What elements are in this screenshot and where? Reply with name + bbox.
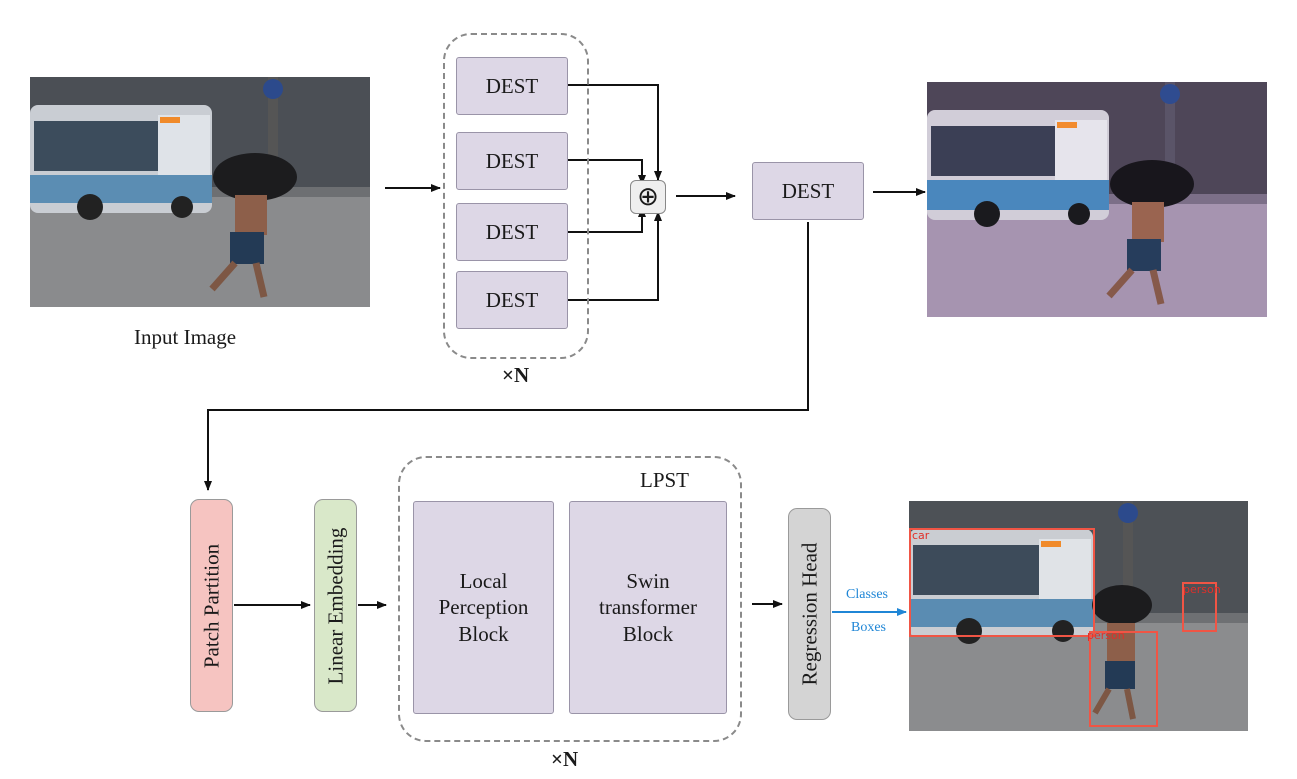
patch-partition-label: Patch Partition — [199, 543, 223, 668]
swin-transformer-block: Swin transformer Block — [569, 501, 727, 714]
regression-head-block: Regression Head — [788, 508, 831, 720]
bbox-person-2 — [1182, 582, 1217, 632]
wire-dest-2 — [568, 159, 646, 185]
det-label-person-1: person — [1087, 629, 1125, 642]
dest-group-frame — [443, 33, 589, 359]
det-label-car: car — [912, 529, 930, 542]
linear-embedding-block: Linear Embedding — [314, 499, 357, 712]
wire-dest-to-patch — [204, 222, 809, 491]
wire-dest-1 — [568, 84, 662, 181]
input-image — [30, 77, 370, 307]
linear-embedding-label: Linear Embedding — [323, 527, 347, 684]
det-label-person-2: person — [1183, 583, 1221, 596]
wire-dest-3 — [568, 207, 646, 233]
input-image-label: Input Image — [134, 325, 237, 349]
bbox-car — [909, 528, 1095, 637]
lpst-label: LPST — [640, 468, 690, 492]
boxes-label: Boxes — [851, 620, 886, 635]
classes-label: Classes — [846, 587, 888, 602]
derained-image — [927, 82, 1267, 317]
bbox-person-1 — [1089, 631, 1158, 727]
dest-block-1: DEST — [456, 57, 568, 115]
wire-dest-4 — [568, 211, 662, 301]
local-perception-block: Local Perception Block — [413, 501, 554, 714]
regression-head-label: Regression Head — [797, 542, 821, 686]
patch-partition-block: Patch Partition — [190, 499, 233, 712]
lpst-frame — [398, 456, 742, 742]
lpst-repeat-label: ×N — [551, 747, 579, 771]
sum-operator: ⊕ — [630, 180, 666, 214]
dest-block-2: DEST — [456, 132, 568, 190]
detection-image: car person person — [909, 501, 1248, 731]
dest-block-3: DEST — [456, 203, 568, 261]
dest-repeat-label: ×N — [502, 363, 530, 387]
dest-block-final: DEST — [752, 162, 864, 220]
dest-block-4: DEST — [456, 271, 568, 329]
